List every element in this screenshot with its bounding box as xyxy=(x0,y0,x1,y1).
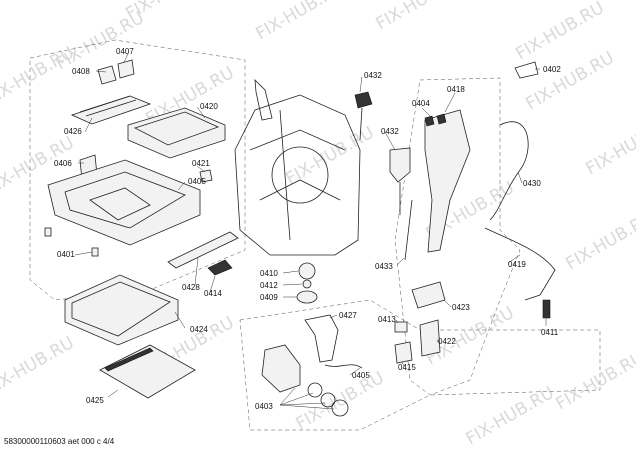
label-0409: 0409 xyxy=(260,293,278,302)
group-outlines xyxy=(29,39,601,431)
part-0401-clip xyxy=(91,247,99,257)
part-0421 xyxy=(199,169,213,183)
part-0408 xyxy=(97,65,117,85)
label-0418: 0418 xyxy=(447,85,465,94)
label-0415: 0415 xyxy=(398,363,416,372)
part-0428 xyxy=(167,231,239,269)
label-0412: 0412 xyxy=(260,281,278,290)
lower-right-outline xyxy=(239,299,601,431)
label-0421: 0421 xyxy=(192,159,210,168)
part-0414 xyxy=(207,259,233,276)
part-0412 xyxy=(302,279,312,289)
label-0424: 0424 xyxy=(190,325,208,334)
lower-parts xyxy=(261,262,446,417)
part-0427 xyxy=(304,314,339,363)
watermark: FIX-HUB.RU xyxy=(293,368,388,434)
tub-assembly xyxy=(234,78,361,256)
label-0411: 0411 xyxy=(541,328,559,337)
label-0405-top: 0405 xyxy=(188,177,206,186)
part-0407 xyxy=(117,59,135,79)
part-0425-seal xyxy=(104,347,154,372)
part-0403-pump xyxy=(261,344,301,393)
part-0418 xyxy=(424,109,471,253)
label-0401: 0401 xyxy=(57,250,75,259)
part-0430 xyxy=(489,121,529,221)
watermark: FIX-HUB.RU xyxy=(523,48,618,114)
label-0404: 0404 xyxy=(412,99,430,108)
part-labels: 0407 0408 0420 0426 0406 0421 0405 0401 … xyxy=(54,47,561,411)
label-0432-top: 0432 xyxy=(364,71,382,80)
document-footer: 58300000110603 aet 000 c 4/4 xyxy=(4,437,115,446)
tub-housing xyxy=(234,94,361,256)
part-0419 xyxy=(484,227,556,301)
label-0407: 0407 xyxy=(116,47,134,56)
watermark: FIX-HUB.RU xyxy=(0,333,78,399)
label-0432-mid: 0432 xyxy=(381,127,399,136)
watermark: FIX-HUB.RU xyxy=(563,208,636,274)
part-0402 xyxy=(514,61,539,79)
label-0427: 0427 xyxy=(339,311,357,320)
part-0420 xyxy=(127,107,226,159)
watermark: FIX-HUB.RU xyxy=(553,348,636,414)
part-0415 xyxy=(394,341,413,364)
part-0432-hose xyxy=(359,107,363,141)
top-group-outline xyxy=(29,39,246,301)
part-0413 xyxy=(394,321,408,333)
label-0405-bottom: 0405 xyxy=(352,371,370,380)
label-0413: 0413 xyxy=(378,315,396,324)
part-0432-top xyxy=(354,91,373,109)
hose-group-outline xyxy=(394,77,521,396)
watermark: FIX-HUB.RU xyxy=(123,0,218,24)
part-0422 xyxy=(419,319,441,357)
part-0401-clip xyxy=(44,227,52,237)
watermark: FIX-HUB.RU xyxy=(513,0,608,64)
part-0404 xyxy=(424,115,435,127)
part-0432-valve xyxy=(389,147,411,183)
watermark: FIX-HUB.RU xyxy=(283,123,378,189)
part-0409 xyxy=(296,290,318,304)
part-0405-frame xyxy=(47,159,201,246)
part-0425 xyxy=(99,344,196,399)
label-0423: 0423 xyxy=(452,303,470,312)
part-0405-wire xyxy=(324,364,363,369)
label-0433: 0433 xyxy=(375,262,393,271)
watermark: FIX-HUB.RU xyxy=(373,0,468,34)
part-0433-line xyxy=(404,199,413,261)
part-0410 xyxy=(298,262,316,280)
label-0408: 0408 xyxy=(72,67,90,76)
part-0426 xyxy=(70,95,152,125)
dispenser-parts xyxy=(44,59,239,399)
hose-parts xyxy=(354,61,556,319)
label-0414: 0414 xyxy=(204,289,222,298)
label-0403: 0403 xyxy=(255,402,273,411)
label-0419: 0419 xyxy=(508,260,526,269)
label-0428: 0428 xyxy=(182,283,200,292)
label-0426: 0426 xyxy=(64,127,82,136)
part-0411 xyxy=(542,299,551,319)
part-0424 xyxy=(64,274,179,346)
label-0430: 0430 xyxy=(523,179,541,188)
part-0423 xyxy=(411,281,446,309)
label-0402: 0402 xyxy=(543,65,561,74)
label-0425: 0425 xyxy=(86,396,104,405)
label-0420: 0420 xyxy=(200,102,218,111)
label-0422: 0422 xyxy=(438,337,456,346)
leader-lines xyxy=(74,53,547,410)
watermark: FIX-HUB.RU xyxy=(253,0,348,44)
label-0410: 0410 xyxy=(260,269,278,278)
label-0406: 0406 xyxy=(54,159,72,168)
watermark: FIX-HUB.RU xyxy=(583,113,636,179)
